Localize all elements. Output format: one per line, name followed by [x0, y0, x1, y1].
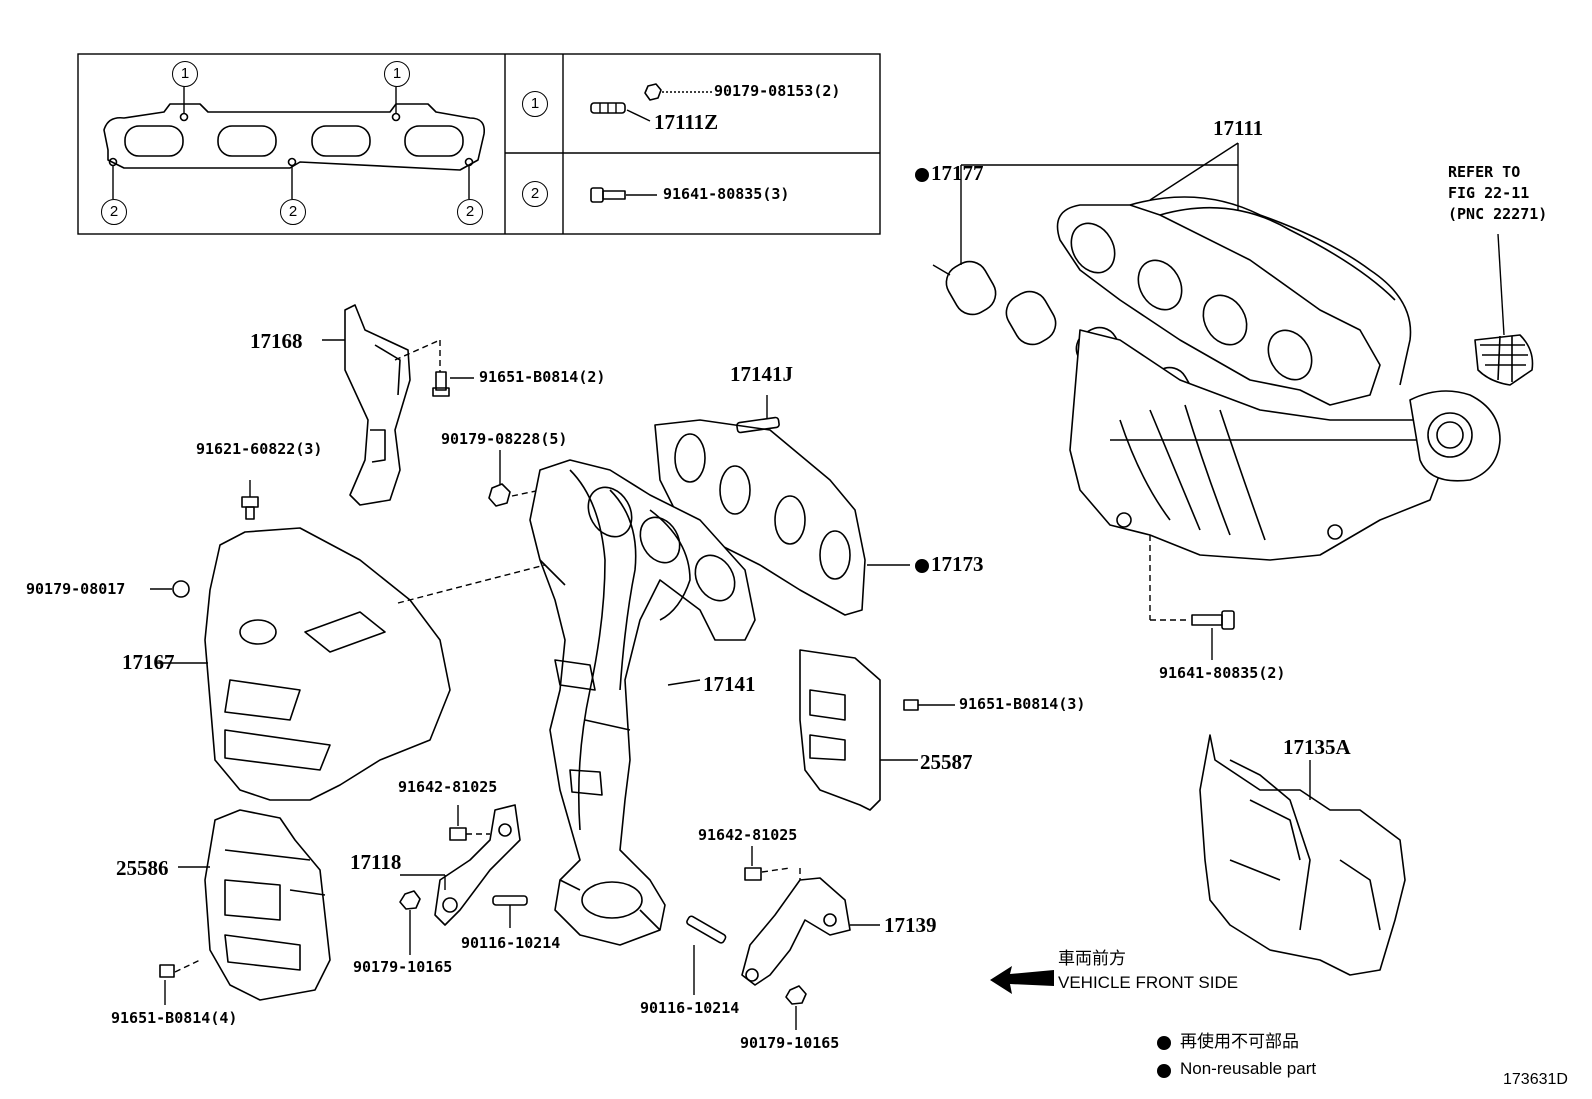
part-90116-10214-right[interactable]: 90116-10214: [640, 999, 740, 1017]
part-91642-81025-right[interactable]: 91642-81025: [698, 826, 798, 844]
insulator-17167-art: [150, 480, 546, 801]
part-90179-08228[interactable]: 90179-08228(5): [441, 430, 568, 448]
refer-line-3: (PNC 22271): [1448, 205, 1548, 223]
intake-manifold-art: [932, 143, 1534, 660]
insulator-17168-art: [322, 304, 474, 506]
part-25586[interactable]: 25586: [116, 856, 169, 880]
part-90179-08017[interactable]: 90179-08017: [26, 580, 126, 598]
legend-jp: 再使用不可部品: [1180, 1032, 1299, 1051]
part-90179-08153[interactable]: 90179-08153(2): [714, 82, 841, 100]
part-91651-b0814-4[interactable]: 91651-B0814(4): [111, 1009, 238, 1027]
marker-2-left: 2: [101, 199, 127, 225]
inset-row2-marker: 2: [522, 181, 548, 207]
marker-2-center: 2: [280, 199, 306, 225]
refer-line-2: FIG 22-11: [1448, 184, 1530, 202]
part-90116-10214-left[interactable]: 90116-10214: [461, 934, 561, 952]
part-17173[interactable]: 17173: [931, 552, 984, 576]
part-91651-b0814-2[interactable]: 91651-B0814(2): [479, 368, 606, 386]
part-25587[interactable]: 25587: [920, 750, 973, 774]
bracket-17118-art: [399, 804, 528, 955]
part-17167[interactable]: 17167: [122, 650, 175, 674]
part-91641-80835-3[interactable]: 91641-80835(3): [663, 185, 790, 203]
insulator-25587-art: [799, 649, 955, 811]
bullet-dot-icon: [1157, 1036, 1171, 1050]
bracket-17139-art: [686, 846, 880, 1030]
refer-line-1: REFER TO: [1448, 163, 1521, 181]
part-17141[interactable]: 17141: [703, 672, 756, 696]
front-side-jp: 車両前方: [1058, 949, 1126, 968]
non-reusable-dot-17173: [915, 559, 929, 573]
part-17141j[interactable]: 17141J: [730, 362, 793, 386]
insulator-25586-art: [159, 809, 331, 1005]
part-17118[interactable]: 17118: [350, 850, 402, 874]
part-17177[interactable]: 17177: [931, 161, 984, 185]
part-90179-10165-left[interactable]: 90179-10165: [353, 958, 453, 976]
exhaust-manifold-art: [529, 459, 756, 946]
part-17111[interactable]: 17111: [1213, 116, 1264, 140]
insulator-17135a-art: [1199, 734, 1406, 976]
part-17168[interactable]: 17168: [250, 329, 303, 353]
legend-en: Non-reusable part: [1180, 1059, 1317, 1078]
arrow-left-icon: [990, 966, 1054, 994]
front-side-en: VEHICLE FRONT SIDE: [1058, 973, 1239, 992]
non-reusable-dot-17177: [915, 168, 929, 182]
marker-1-top-left: 1: [172, 61, 198, 87]
marker-1-top-right: 1: [384, 61, 410, 87]
part-17135a[interactable]: 17135A: [1283, 735, 1351, 759]
part-17139[interactable]: 17139: [884, 913, 937, 937]
figure-id: 173631D: [1503, 1071, 1568, 1088]
marker-2-right: 2: [457, 199, 483, 225]
bullet-dot-icon-2: [1157, 1064, 1171, 1078]
part-91641-80835-2[interactable]: 91641-80835(2): [1159, 664, 1286, 682]
part-91621-60822[interactable]: 91621-60822(3): [196, 440, 323, 458]
part-90179-10165-right[interactable]: 90179-10165: [740, 1034, 840, 1052]
inset-row1-marker: 1: [522, 91, 548, 117]
part-91642-81025-left[interactable]: 91642-81025: [398, 778, 498, 796]
part-17111z[interactable]: 17111Z: [654, 110, 719, 134]
part-91651-b0814-3[interactable]: 91651-B0814(3): [959, 695, 1086, 713]
inset-box: [77, 53, 881, 235]
